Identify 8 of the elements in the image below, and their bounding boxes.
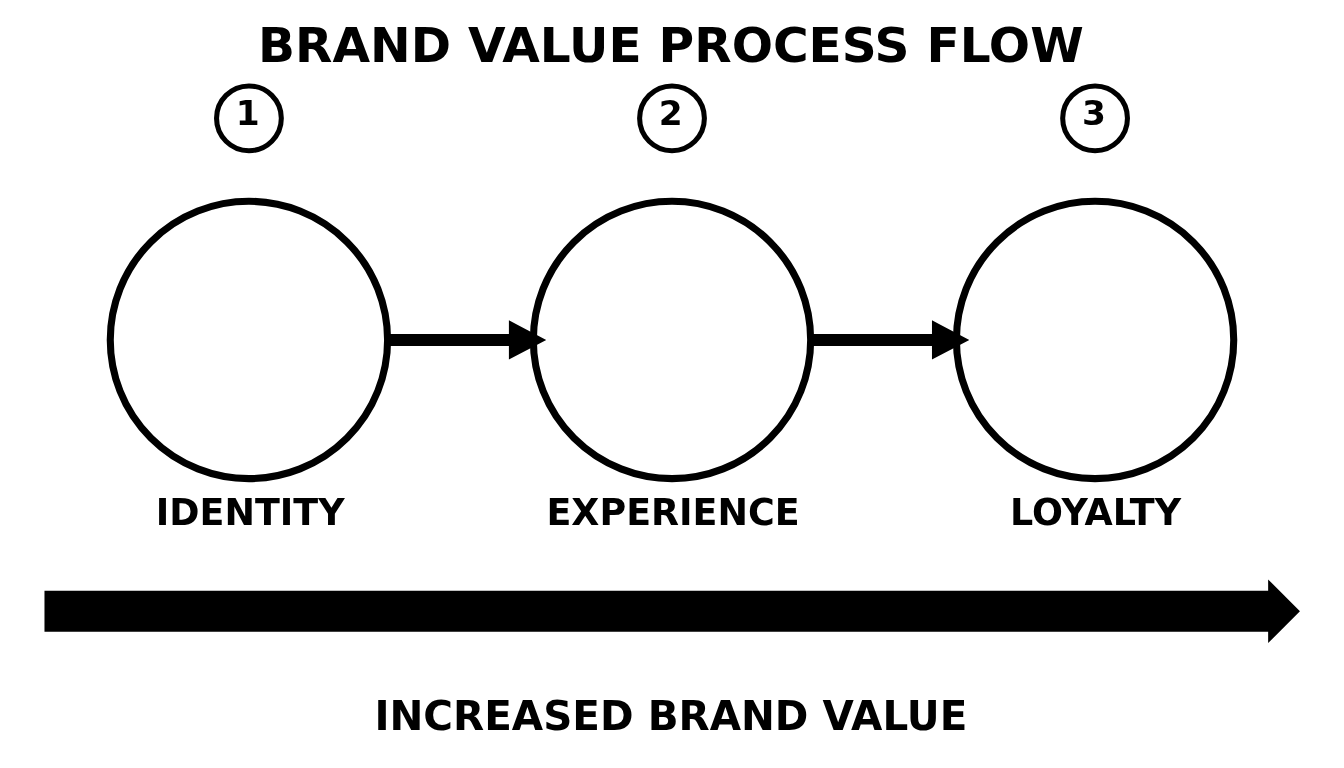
- node-label: 2: [658, 92, 683, 133]
- label: INCREASED BRAND VALUE: [374, 691, 968, 740]
- node-label: 3: [1081, 92, 1106, 133]
- diagram-title: BRAND VALUE PROCESS FLOW: [258, 16, 1084, 73]
- node-label: 1: [235, 92, 260, 133]
- node-label: IDENTITY: [155, 490, 345, 534]
- node-label: EXPERIENCE: [546, 490, 800, 534]
- node-label: LOYALTY: [1010, 490, 1182, 534]
